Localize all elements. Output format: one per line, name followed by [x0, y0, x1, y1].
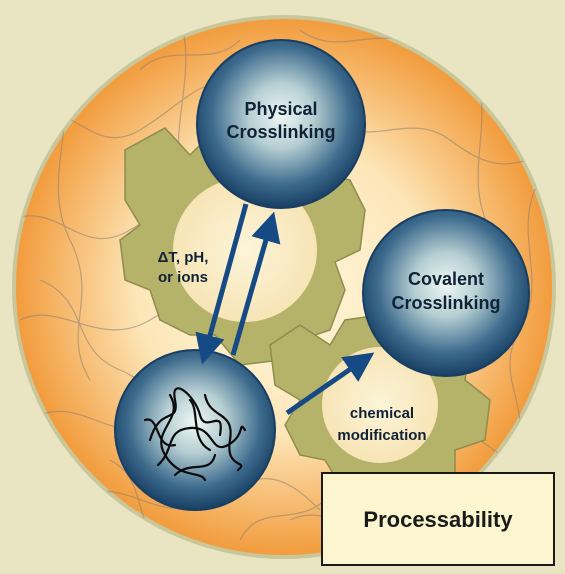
polymer-chains-node [115, 350, 275, 510]
covalent-label-line2: Crosslinking [391, 293, 500, 313]
covalent-label-line1: Covalent [408, 269, 484, 289]
stimulus-label-line1: ΔT, pH, [158, 249, 209, 266]
processability-label: Processability [363, 507, 513, 532]
processability-box: Processability [322, 473, 554, 565]
covalent-crosslinking-node: Covalent Crosslinking [363, 210, 529, 376]
chemical-label-line1: chemical [350, 405, 414, 422]
stimulus-label-line2: or ions [158, 269, 208, 286]
physical-label-line1: Physical [244, 99, 317, 119]
physical-label-line2: Crosslinking [226, 122, 335, 142]
chemical-label-line2: modification [337, 427, 426, 444]
physical-crosslinking-node: Physical Crosslinking [197, 40, 365, 208]
